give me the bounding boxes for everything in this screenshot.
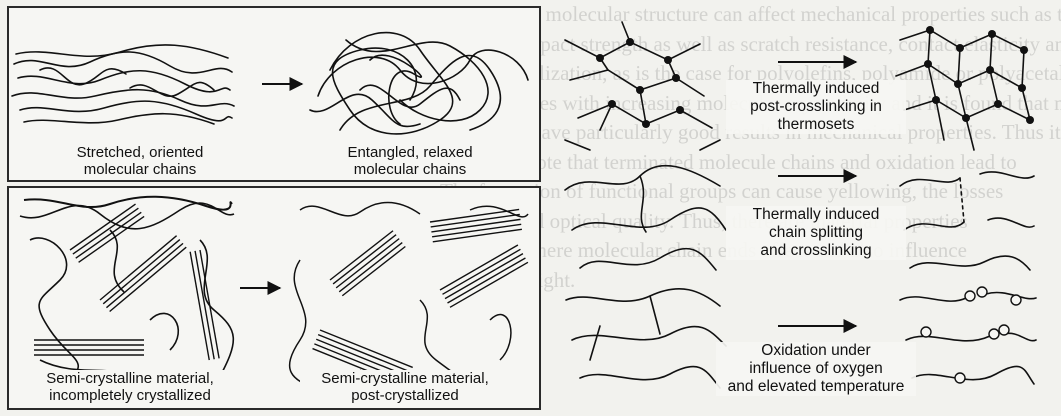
label-line: Stretched, oriented xyxy=(40,144,240,161)
label-line: incompletely crystallized xyxy=(20,387,240,404)
label-crosslinking: Thermally induced post-crosslinking in t… xyxy=(726,80,906,134)
label-line: molecular chains xyxy=(40,161,240,178)
label-line: and elevated temperature xyxy=(716,378,916,396)
label-incomplete: Semi-crystalline material, incompletely … xyxy=(20,370,240,404)
label-splitting: Thermally induced chain splitting and cr… xyxy=(726,206,906,260)
chains-before-oxidation xyxy=(566,289,726,388)
label-line: Semi-crystalline material, xyxy=(300,370,510,387)
entangled-chains xyxy=(310,33,528,134)
chains-after-oxidation xyxy=(900,292,1036,384)
crystal-lamellae-post xyxy=(313,209,528,386)
chains-before-splitting xyxy=(565,166,726,270)
label-line: post-crosslinking in xyxy=(726,98,906,116)
label-line: thermosets xyxy=(726,116,906,134)
stretched-chains xyxy=(12,45,234,124)
label-line: Thermally induced xyxy=(726,206,906,224)
label-post: Semi-crystalline material, post-crystall… xyxy=(300,370,510,404)
label-line: Entangled, relaxed xyxy=(310,144,510,161)
label-line: Semi-crystalline material, xyxy=(20,370,240,387)
incomplete-crystal xyxy=(20,197,234,393)
label-oxidation: Oxidation under influence of oxygen and … xyxy=(716,342,916,396)
chains-after-splitting xyxy=(900,172,1034,270)
label-line: Thermally induced xyxy=(726,80,906,98)
label-line: and crosslinking xyxy=(726,242,906,260)
label-line: Oxidation under xyxy=(716,342,916,360)
label-line: molecular chains xyxy=(310,161,510,178)
label-entangled: Entangled, relaxed molecular chains xyxy=(310,144,510,178)
label-line: influence of oxygen xyxy=(716,360,916,378)
network-before xyxy=(565,22,720,150)
label-line: chain splitting xyxy=(726,224,906,242)
label-stretched: Stretched, oriented molecular chains xyxy=(40,144,240,178)
label-line: post-crystallized xyxy=(300,387,510,404)
